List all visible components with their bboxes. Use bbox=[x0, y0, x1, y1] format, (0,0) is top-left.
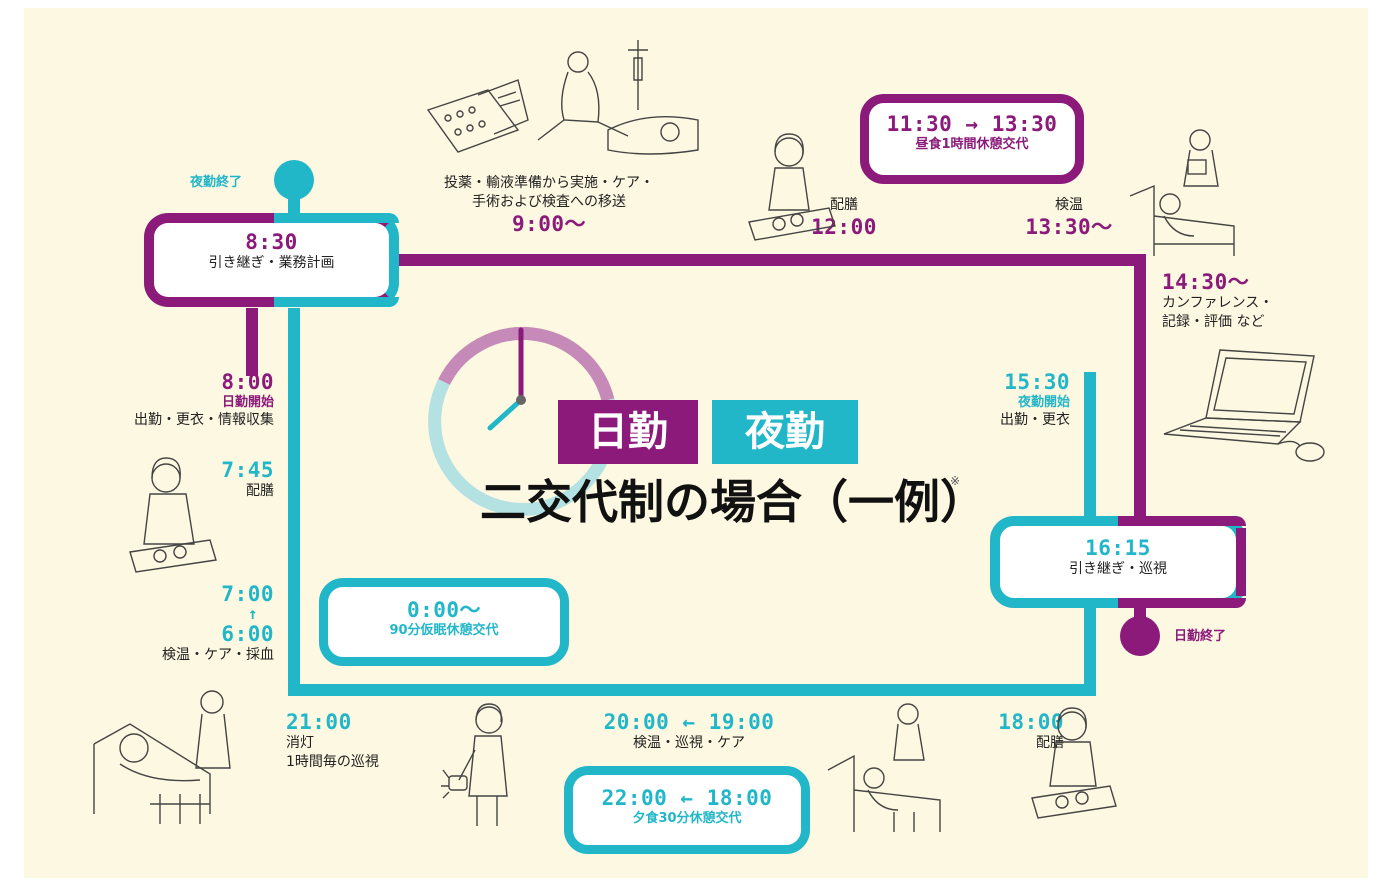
night-shift-badge: 夜勤 bbox=[712, 400, 858, 464]
handover-evening-accent2 bbox=[1118, 598, 1246, 608]
early-morning-time-top: 7:00 bbox=[221, 582, 274, 606]
night-shift-line-mid bbox=[288, 308, 1096, 696]
day-start-marker: 日勤開始 bbox=[221, 395, 274, 410]
night-start-marker: 夜勤開始 bbox=[1017, 395, 1070, 410]
lunch-break-box bbox=[860, 94, 1084, 184]
medication-time: 9:00～ bbox=[511, 212, 587, 236]
nap-break-box bbox=[319, 578, 569, 666]
evening-check-time: 20:00 ← 19:00 bbox=[603, 710, 775, 734]
nurse-iv-illustration bbox=[408, 40, 708, 170]
breakfast-serve-text: 配膳 bbox=[246, 483, 274, 499]
lights-out-text-2: 1時間毎の巡視 bbox=[286, 754, 379, 770]
conference-text-1: カンファレンス・ bbox=[1162, 295, 1274, 311]
day-start-time: 8:00 bbox=[221, 370, 274, 394]
early-morning-text: 検温・ケア・採血 bbox=[162, 647, 274, 663]
lights-out-time: 21:00 bbox=[286, 710, 352, 734]
day-shift-badge: 日勤 bbox=[558, 400, 698, 464]
nurse-tray-illustration bbox=[739, 130, 839, 250]
handover-morning-content: 8:30 引き継ぎ・業務計画 bbox=[154, 230, 389, 273]
temp-check-pm-time: 13:30～ bbox=[1025, 215, 1113, 239]
night-start-text: 出勤・更衣 bbox=[1000, 412, 1070, 428]
lunch-serve-time: 12:00 bbox=[811, 215, 877, 239]
nap-break-content: 0:00～ 90分仮眠休憩交代 bbox=[328, 598, 560, 639]
dinner-serve-time: 18:00 bbox=[998, 710, 1064, 734]
early-morning-arrow: ↑ bbox=[247, 604, 258, 623]
dinner-break-content: 22:00 ← 18:00 夕食30分休憩交代 bbox=[573, 786, 801, 827]
lunch-break-content: 11:30 → 13:30 昼食1時間休憩交代 bbox=[869, 112, 1075, 153]
dinner-break-text: 夕食30分休憩交代 bbox=[632, 811, 742, 826]
nap-break-time: 0:00～ bbox=[406, 598, 482, 622]
handover-morning-time: 8:30 bbox=[245, 230, 298, 254]
timeline-lines bbox=[246, 160, 1160, 696]
lights-out-label: 21:00 消灯 1時間毎の巡視 bbox=[286, 710, 436, 772]
nurse-bloodtest-illustration bbox=[90, 684, 250, 834]
dinner-break-time: 22:00 ← 18:00 bbox=[601, 786, 773, 810]
conference-label: 14:30～ カンファレンス・ 記録・評価 など bbox=[1162, 270, 1322, 332]
night-start-time: 15:30 bbox=[1004, 370, 1070, 394]
dinner-break-box bbox=[564, 766, 810, 854]
handover-evening-text: 引き継ぎ・巡視 bbox=[1069, 561, 1167, 577]
day-start-text: 出勤・更衣・情報収集 bbox=[134, 412, 274, 428]
laptop-illustration bbox=[1160, 348, 1330, 468]
breakfast-serve-time: 7:45 bbox=[221, 458, 274, 482]
lunch-serve-label: 配膳 12:00 bbox=[794, 196, 894, 239]
handover-evening-accent-side bbox=[1236, 528, 1246, 596]
breakfast-serve-label: 7:45 配膳 bbox=[174, 458, 274, 501]
early-morning-label: 7:00 ↑ 6:00 検温・ケア・採血 bbox=[134, 582, 274, 665]
handover-morning-accent bbox=[274, 213, 399, 223]
medication-text-2: 手術および検査への移送 bbox=[472, 194, 626, 210]
lunch-break-time: 11:30 → 13:30 bbox=[886, 112, 1058, 136]
temp-check-pm-text: 検温 bbox=[1055, 197, 1083, 213]
handover-morning-accent2 bbox=[274, 297, 399, 307]
lunch-break-text: 昼食1時間休憩交代 bbox=[915, 137, 1029, 152]
handover-evening-accent bbox=[1118, 516, 1246, 526]
nap-break-text: 90分仮眠休憩交代 bbox=[389, 623, 499, 638]
handover-evening-content: 16:15 引き継ぎ・巡視 bbox=[1000, 536, 1236, 579]
early-morning-time-bottom: 6:00 bbox=[221, 622, 274, 646]
day-end-label: 日勤終了 bbox=[1174, 629, 1227, 644]
note-mark: ※ bbox=[950, 474, 961, 488]
diagram-canvas: 8:30 引き継ぎ・業務計画 11:30 → 13:30 昼食1時間休憩交代 1… bbox=[24, 8, 1368, 878]
page-title: 二交代制の場合（一例） bbox=[480, 475, 986, 529]
handover-evening-time: 16:15 bbox=[1085, 536, 1151, 560]
nurse-bedside-illustration bbox=[1124, 126, 1244, 266]
day-shift-line-top bbox=[394, 254, 1146, 520]
handover-morning-box bbox=[144, 213, 399, 307]
night-end-dot bbox=[274, 160, 314, 200]
nurse-patient-illustration bbox=[824, 700, 944, 840]
day-start-label: 8:00 日勤開始 出勤・更衣・情報収集 bbox=[84, 370, 274, 430]
nurse-flashlight-illustration bbox=[439, 700, 519, 830]
medication-text-1: 投薬・輸液準備から実施・ケア・ bbox=[444, 175, 654, 191]
dinner-serve-label: 18:00 配膳 bbox=[944, 710, 1064, 753]
night-start-label: 15:30 夜勤開始 出勤・更衣 bbox=[944, 370, 1070, 430]
temp-check-pm-label: 検温 13:30～ bbox=[1014, 196, 1124, 239]
lunch-serve-text: 配膳 bbox=[830, 197, 858, 213]
conference-text-2: 記録・評価 など bbox=[1162, 314, 1265, 330]
nurse-breakfast-illustration bbox=[120, 448, 230, 578]
dinner-serve-text: 配膳 bbox=[1036, 735, 1064, 751]
conference-time: 14:30～ bbox=[1162, 270, 1250, 294]
medication-label: 投薬・輸液準備から実施・ケア・ 手術および検査への移送 9:00～ bbox=[414, 174, 684, 236]
night-end-label: 夜勤終了 bbox=[190, 175, 243, 190]
lights-out-text-1: 消灯 bbox=[286, 735, 314, 751]
evening-check-label: 20:00 ← 19:00 検温・巡視・ケア bbox=[584, 710, 794, 753]
handover-morning-text: 引き継ぎ・業務計画 bbox=[208, 255, 335, 271]
evening-check-text: 検温・巡視・ケア bbox=[633, 735, 745, 751]
nurse-dinner-illustration bbox=[1024, 706, 1124, 826]
day-end-dot bbox=[1120, 616, 1160, 656]
